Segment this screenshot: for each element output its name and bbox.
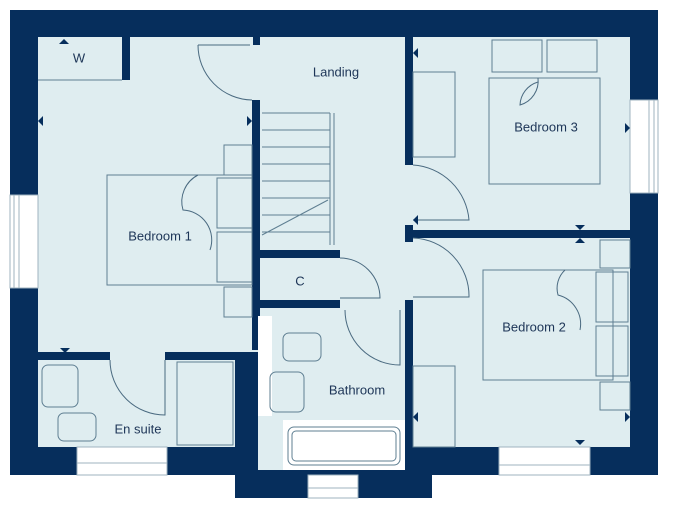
label-cupboard: C [295, 273, 304, 288]
dimension-arrow-icons [38, 39, 630, 445]
window-ensuite [76, 446, 168, 476]
window-bathroom [307, 474, 359, 499]
window-bedroom2 [498, 446, 591, 476]
bed-bedroom2 [482, 269, 614, 381]
label-bedroom1: Bedroom 1 [128, 228, 192, 243]
windows [9, 99, 659, 499]
toilet-ensuite [57, 412, 97, 442]
doors [109, 44, 582, 416]
basin-ensuite [41, 364, 79, 408]
white-areas [258, 316, 405, 470]
window-bedroom3 [629, 99, 659, 194]
staircase [261, 112, 335, 245]
bed-bedroom3 [488, 77, 601, 185]
fixtures [38, 39, 631, 466]
shower [176, 361, 234, 446]
window-bedroom1 [9, 194, 39, 289]
bath [287, 426, 401, 466]
label-ensuite: En suite [115, 421, 162, 436]
basin-bathroom [269, 371, 305, 413]
internal-walls [38, 37, 630, 475]
label-bathroom: Bathroom [329, 382, 385, 397]
label-landing: Landing [313, 64, 359, 79]
bed-bedroom1 [106, 174, 253, 286]
toilet-bathroom [282, 332, 322, 362]
label-bedroom2: Bedroom 2 [502, 319, 566, 334]
label-wardrobe: W [73, 50, 86, 65]
label-bedroom3: Bedroom 3 [514, 119, 578, 134]
floor-areas [38, 37, 630, 470]
